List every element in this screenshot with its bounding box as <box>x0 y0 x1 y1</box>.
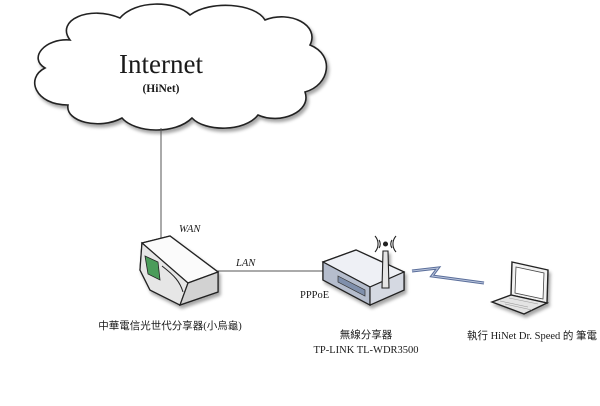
cloud-subtitle: (HiNet) <box>142 83 179 95</box>
laptop-label: 執行 HiNet Dr. Speed 的 筆電 <box>467 329 598 342</box>
pppoe-label: PPPoE <box>300 290 329 301</box>
modem-device <box>139 235 220 306</box>
wan-label: WAN <box>179 224 201 235</box>
router-device <box>321 249 406 306</box>
modem-front-led-panel <box>144 255 161 281</box>
router-signal-icon <box>374 235 397 253</box>
cloud-title: Internet <box>119 49 203 79</box>
internet-cloud: Internet (HiNet) <box>34 3 328 131</box>
router-label-line1: 無線分享器 <box>340 328 393 341</box>
laptop-base <box>489 294 550 315</box>
lan-label: LAN <box>235 258 256 269</box>
modem-label: 中華電信光世代分享器(小烏龜) <box>98 319 242 332</box>
router-label-line2: TP-LINK TL-WDR3500 <box>313 345 418 356</box>
router-antenna <box>381 250 390 289</box>
wireless-link-icon <box>411 266 485 285</box>
router-port-panel <box>337 275 366 297</box>
laptop-device <box>489 261 550 315</box>
cloud-shape <box>34 3 328 131</box>
